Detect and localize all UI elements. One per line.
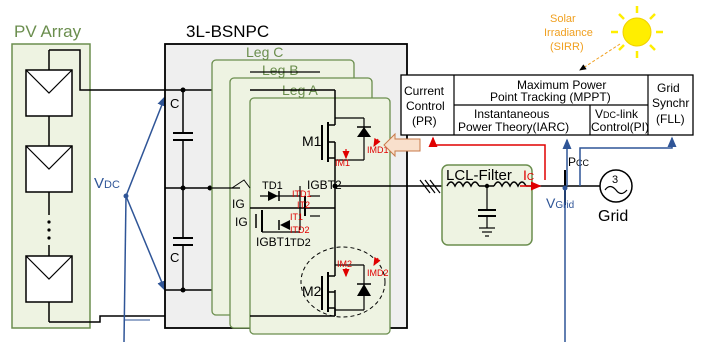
vdc-indicator: VDC xyxy=(94,95,166,343)
solar-line3: (SIRR) xyxy=(550,41,584,53)
pv-array: PV Array xyxy=(11,22,260,329)
grid-sync-line3: (FLL) xyxy=(656,112,685,126)
current-labels: IM1 IMD1 ITD1 IT2 IT1 ITD2 IM2 IMD2 xyxy=(290,137,389,278)
current-control-cell: Current Control (PR) xyxy=(404,84,445,128)
current-control-line3: (PR) xyxy=(412,114,437,128)
converter-title: 3L-BSNPC xyxy=(186,22,269,41)
grid-phase-count: 3 xyxy=(612,174,618,186)
sun-icon xyxy=(622,17,652,47)
grid-sync-line2: Synchr xyxy=(652,96,689,110)
iarc-line1: Instantaneous xyxy=(474,107,549,121)
iarc-cell: Instantaneous Power Theory(IARC) xyxy=(458,107,569,134)
imd1-label: IMD1 xyxy=(367,145,389,155)
pcc-label: PCC xyxy=(568,155,590,169)
grid-sync-cell: Grid Synchr (FLL) xyxy=(652,81,689,126)
current-control-line1: Current xyxy=(404,84,445,98)
igbt2-label: IGBT2 xyxy=(307,178,342,192)
m1-label: M1 xyxy=(302,133,322,149)
pv-panel-3 xyxy=(25,255,73,303)
control-block: Current Control (PR) Maximum Power Point… xyxy=(400,74,694,136)
grid-title: Grid xyxy=(598,208,628,225)
im2-label: IM2 xyxy=(337,259,352,269)
imd2-label: IMD2 xyxy=(367,268,389,278)
mosfet-m2: M2 xyxy=(300,218,386,318)
pv-array-title: PV Array xyxy=(14,22,82,41)
lcl-filter-title: LCL-Filter xyxy=(446,167,512,184)
itd1-label: ITD1 xyxy=(292,189,312,199)
it1-label: IT1 xyxy=(290,212,303,222)
solar-line2: Irradiance xyxy=(544,27,593,39)
grid-sync-line1: Grid xyxy=(657,81,680,95)
ig-label-2: IG xyxy=(235,215,248,229)
vgrid-label: VGrid xyxy=(546,195,574,211)
grid-source xyxy=(599,169,633,203)
vdc-control-line1: VDC-link xyxy=(595,107,639,121)
capacitor-top: C xyxy=(170,90,193,188)
mppt-cell: Maximum Power Point Tracking (MPPT) xyxy=(490,78,611,104)
mppt-line2: Point Tracking (MPPT) xyxy=(490,90,611,104)
gate-signal-arrow xyxy=(383,132,421,158)
lcl-filter: LCL-Filter IC xyxy=(419,164,580,246)
igbt1-label: IGBT1 xyxy=(256,235,291,249)
it2-label: IT2 xyxy=(297,200,310,210)
itd2-label: ITD2 xyxy=(290,225,310,235)
signal-lines xyxy=(123,136,677,342)
capacitor-bottom: C xyxy=(170,188,193,290)
grid-connection: PCC 3 Grid VGrid xyxy=(546,155,633,342)
bidirectional-switch: TD1 IGBT2 IGBT1 TD2 IG IG xyxy=(210,178,342,249)
solar-line1: Solar xyxy=(550,13,576,25)
ic-label: IC xyxy=(523,167,534,183)
capacitor-bottom-label: C xyxy=(170,250,179,265)
td2-label: TD2 xyxy=(290,237,311,249)
vdc-control-line2: Control(PI) xyxy=(591,120,649,134)
pv-panel-2 xyxy=(25,145,73,193)
td1-label: TD1 xyxy=(262,180,283,192)
solar-irradiance: Solar Irradiance (SIRR) xyxy=(544,6,663,71)
ig-label-1: IG xyxy=(232,197,245,211)
leg-b-label: Leg B xyxy=(262,62,299,78)
vdc-label: VDC xyxy=(94,175,120,192)
pv-panel-1 xyxy=(25,69,73,117)
mosfet-m1: M1 xyxy=(302,117,371,186)
pv-ellipsis xyxy=(47,220,51,240)
current-control-line2: Control xyxy=(406,99,445,113)
capacitor-top-label: C xyxy=(170,96,179,111)
im1-label: IM1 xyxy=(335,158,350,168)
iarc-line2: Power Theory(IARC) xyxy=(458,120,569,134)
vdc-control-cell: VDC-link Control(PI) xyxy=(591,107,649,134)
converter-3l-bsnpc: 3L-BSNPC C C Leg C xyxy=(164,22,450,335)
m2-label: M2 xyxy=(302,283,322,299)
mppt-line1: Maximum Power xyxy=(517,78,606,92)
leg-c-label: Leg C xyxy=(246,44,283,60)
